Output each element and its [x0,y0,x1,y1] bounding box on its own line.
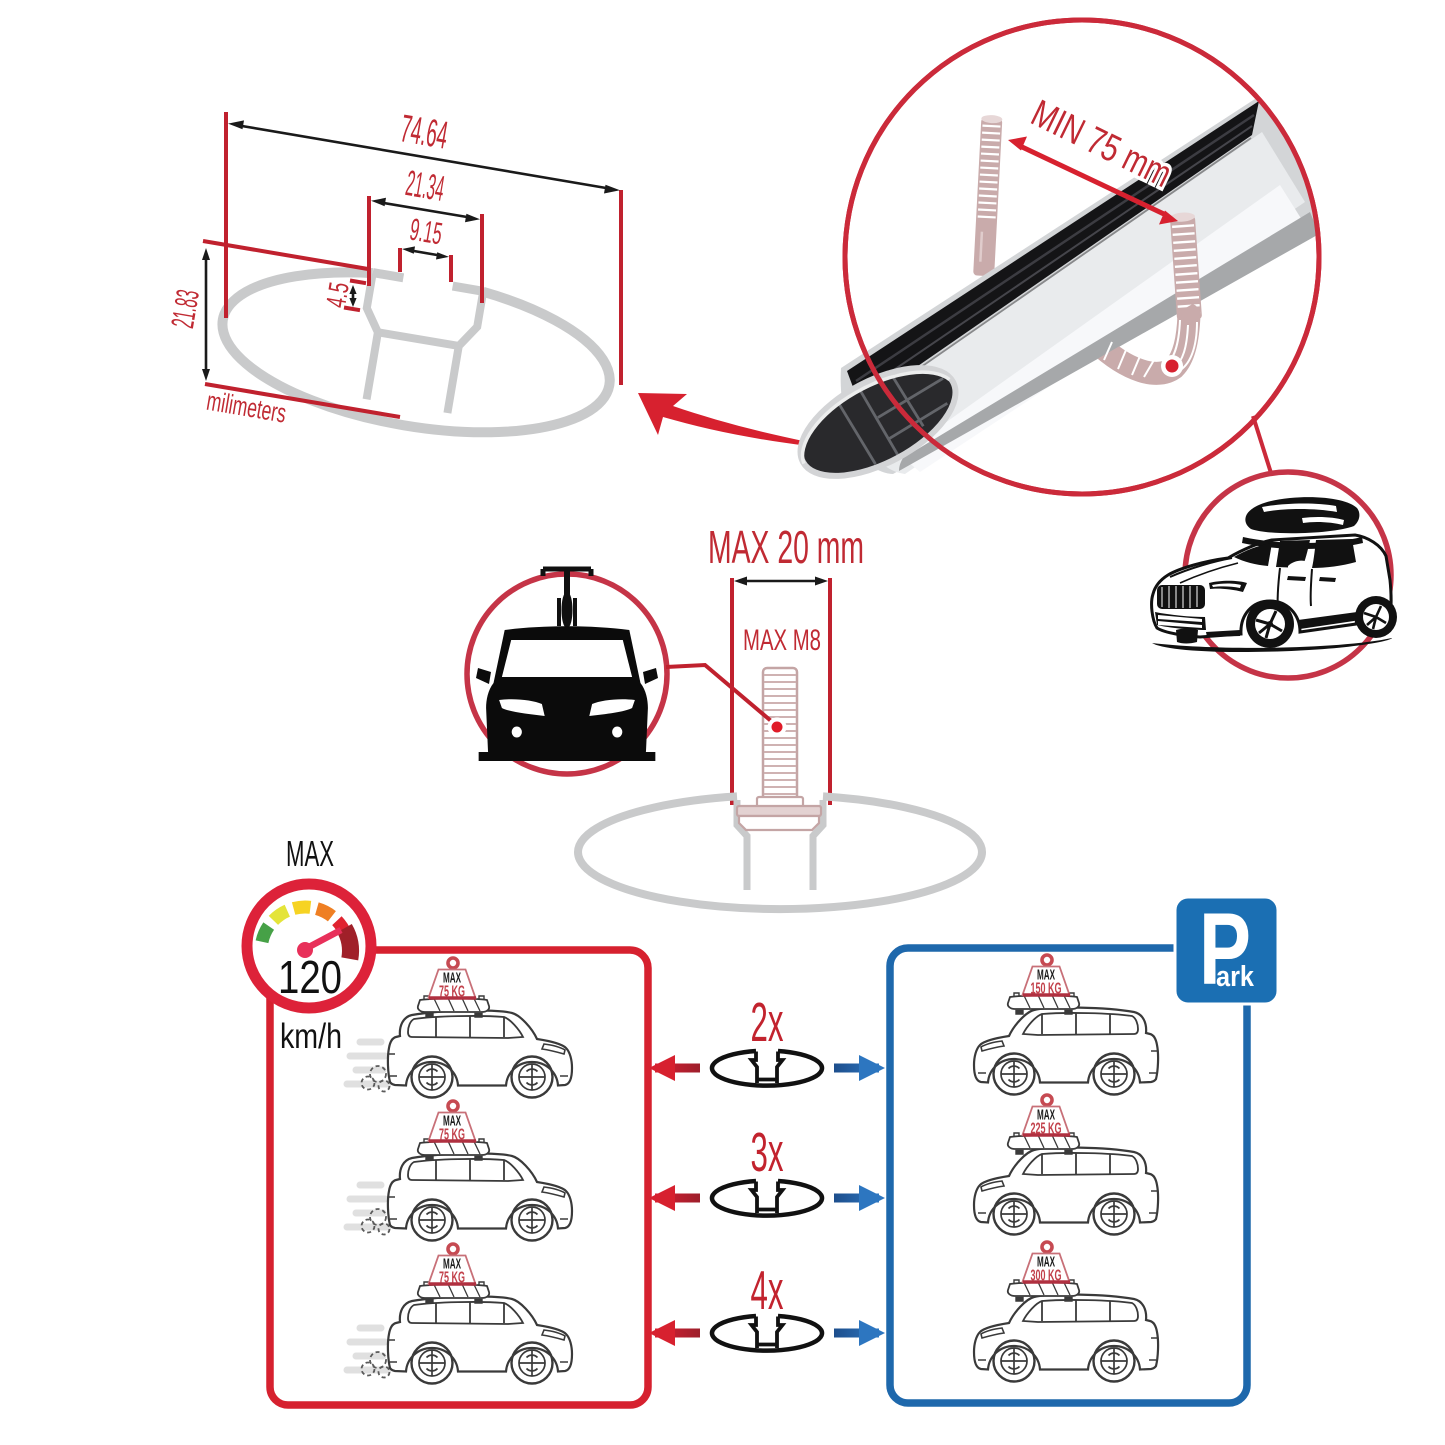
svg-text:MAX: MAX [1037,1254,1055,1271]
svg-text:150 KG: 150 KG [1031,981,1062,998]
svg-text:MAX: MAX [1037,967,1055,984]
svg-text:MAX: MAX [443,970,461,987]
svg-text:9.15: 9.15 [407,212,444,252]
svg-text:km/h: km/h [280,1017,342,1056]
svg-text:P: P [1199,892,1251,1006]
svg-text:4.5: 4.5 [320,280,355,310]
svg-text:MAX: MAX [1037,1107,1055,1124]
svg-text:75 KG: 75 KG [439,984,465,1001]
svg-text:MAX: MAX [286,833,334,874]
svg-text:300 KG: 300 KG [1031,1268,1062,1285]
svg-text:ark: ark [1216,961,1255,993]
svg-text:75 KG: 75 KG [439,1270,465,1287]
svg-text:MAX: MAX [443,1113,461,1130]
svg-text:21.83: 21.83 [164,287,206,330]
svg-text:75 KG: 75 KG [439,1127,465,1144]
svg-text:21.34: 21.34 [403,162,447,209]
svg-text:MAX M8: MAX M8 [743,624,821,657]
svg-text:2x: 2x [751,991,784,1053]
svg-text:225 KG: 225 KG [1031,1121,1062,1138]
svg-text:120: 120 [278,951,342,1003]
svg-text:4x: 4x [751,1259,784,1321]
svg-text:3x: 3x [751,1121,784,1183]
svg-text:74.64: 74.64 [397,107,451,157]
svg-text:MAX 20 mm: MAX 20 mm [708,521,864,573]
svg-text:MAX: MAX [443,1256,461,1273]
